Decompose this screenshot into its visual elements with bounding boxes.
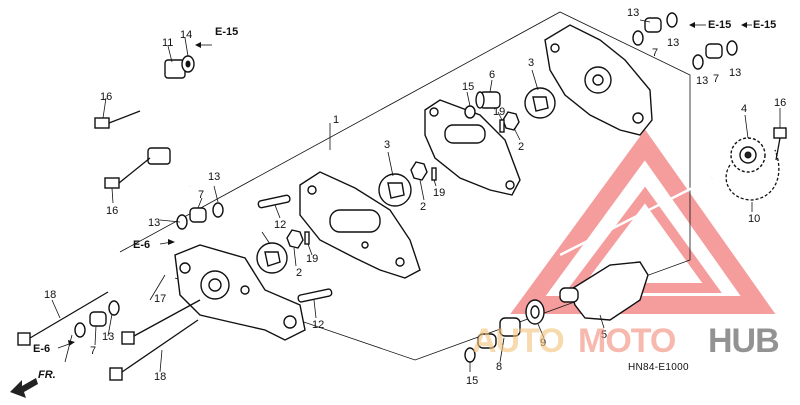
callout-13: 13 xyxy=(729,67,741,79)
pump-body-right xyxy=(544,24,653,136)
callout-12: 12 xyxy=(274,219,286,231)
inner-rotor-2-left xyxy=(286,229,304,249)
rotor-3-left xyxy=(256,242,288,274)
watermark-text-b: MOTO xyxy=(578,322,676,360)
callout-14: 14 xyxy=(180,29,192,41)
callout-18: 18 xyxy=(44,289,56,301)
reference-e-15: E-15 xyxy=(708,19,731,31)
callout-13: 13 xyxy=(627,7,639,19)
strainer-5 xyxy=(559,261,649,321)
washer-14 xyxy=(181,55,195,73)
callout-2: 2 xyxy=(420,201,426,213)
long-bolt-18-lower xyxy=(109,319,199,381)
callout-9: 9 xyxy=(540,337,546,349)
callout-3: 3 xyxy=(384,139,390,151)
ref-arrows xyxy=(57,22,752,349)
oil-pipe xyxy=(135,59,192,190)
chain-10 xyxy=(725,149,780,201)
watermark-text-a: AUTO xyxy=(472,322,564,360)
front-arrow-icon xyxy=(10,378,38,398)
callout-13: 13 xyxy=(102,331,114,343)
assembly-outline xyxy=(119,11,691,361)
seal-9 xyxy=(525,299,545,325)
direction-label: FR. xyxy=(38,369,56,381)
rotor-3-middle xyxy=(378,173,412,207)
pump-plate-left xyxy=(299,171,421,279)
fitting-7-left-lower xyxy=(74,300,120,338)
reference-e-6: E-6 xyxy=(133,239,150,251)
callout-7: 7 xyxy=(652,47,658,59)
callout-18: 18 xyxy=(154,371,166,383)
callout-11: 11 xyxy=(162,37,173,49)
callout-17: 17 xyxy=(154,293,166,305)
callout-19: 19 xyxy=(493,106,505,118)
callout-3: 3 xyxy=(528,57,534,69)
callouts: 1222334567777891011121213131313131313141… xyxy=(44,7,786,387)
long-bolt-18-upper xyxy=(17,291,109,346)
pump-body-left xyxy=(174,244,306,341)
pin-12-lower xyxy=(297,288,333,303)
callout-19: 19 xyxy=(433,187,445,199)
bolt-16-right xyxy=(773,127,787,161)
reference-e-15: E-15 xyxy=(215,26,238,38)
callout-13: 13 xyxy=(148,217,160,229)
sprocket-4 xyxy=(730,137,766,173)
callout-19: 19 xyxy=(306,253,318,265)
washer-15-top xyxy=(464,105,476,119)
callout-5: 5 xyxy=(601,329,607,341)
watermark-text: AUTO MOTO HUB xyxy=(472,322,780,360)
bolt-17 xyxy=(121,299,201,345)
callout-16: 16 xyxy=(106,205,118,217)
bolt-16-left-top xyxy=(94,110,141,129)
diagram-code: HN84-E1000 xyxy=(628,362,689,373)
callout-7: 7 xyxy=(713,73,719,85)
callout-2: 2 xyxy=(296,267,302,279)
fitting-7-right-lower xyxy=(692,40,738,70)
collar-8 xyxy=(477,317,521,349)
pump-shaft xyxy=(559,176,713,257)
callout-13: 13 xyxy=(667,37,679,49)
callout-16: 16 xyxy=(774,97,786,109)
callout-10: 10 xyxy=(748,213,760,225)
callout-7: 7 xyxy=(90,345,96,357)
callout-12: 12 xyxy=(312,319,324,331)
callout-13: 13 xyxy=(696,75,708,87)
pins-19 xyxy=(304,119,505,245)
rotor-3-right xyxy=(524,87,556,119)
inner-rotor-2-right xyxy=(502,111,520,131)
callout-1: 1 xyxy=(333,114,339,126)
pin-12-upper xyxy=(257,194,291,209)
reference-e-6: E-6 xyxy=(33,343,50,355)
inner-rotor-2-middle xyxy=(410,161,428,181)
callout-15: 15 xyxy=(466,375,478,387)
callout-7: 7 xyxy=(198,189,204,201)
watermark-text-c: HUB xyxy=(708,322,779,360)
callout-4: 4 xyxy=(741,103,747,115)
leader-lines xyxy=(51,19,781,373)
callout-13: 13 xyxy=(208,171,220,183)
reference-e-15: E-15 xyxy=(753,19,776,31)
callout-15: 15 xyxy=(462,81,474,93)
callout-6: 6 xyxy=(489,69,495,81)
callout-2: 2 xyxy=(518,141,524,153)
callout-8: 8 xyxy=(496,361,502,373)
fitting-7-left-upper xyxy=(176,202,224,230)
callout-16: 16 xyxy=(100,91,112,103)
